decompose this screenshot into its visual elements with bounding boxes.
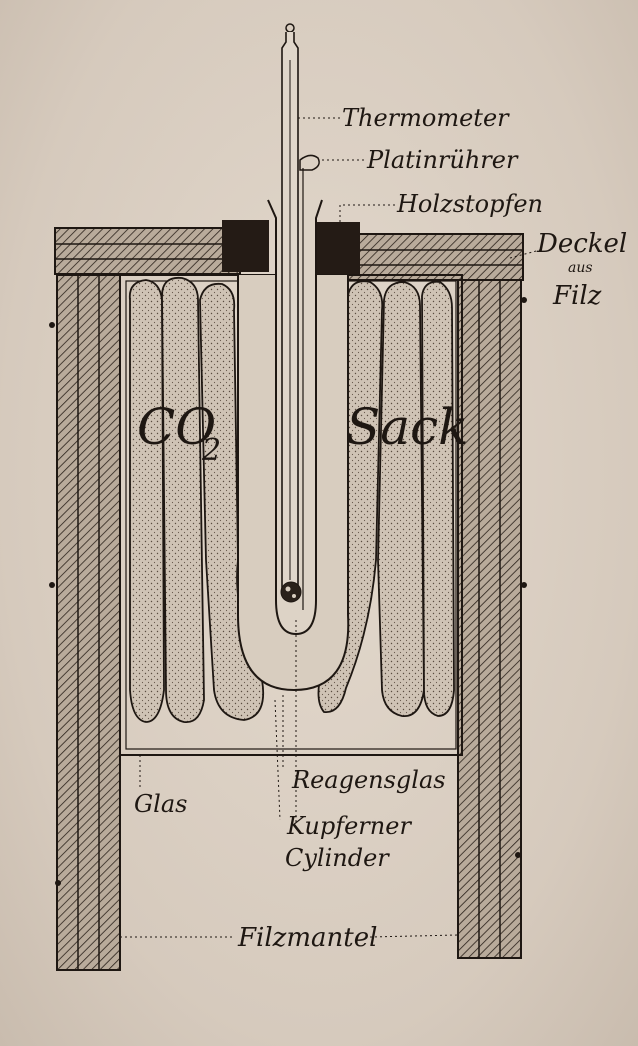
leader-lines	[120, 117, 541, 938]
felt-jacket-label: Filzmantel	[237, 923, 377, 953]
felt-jacket	[49, 274, 527, 971]
sack-label: Sack	[346, 398, 468, 456]
stirrer-label: Platinrührer	[366, 146, 519, 174]
co2-subscript: 2	[201, 433, 221, 468]
test-tube-label: Reagensglas	[291, 766, 446, 794]
wooden-stopper	[222, 220, 360, 274]
co2-label: CO	[137, 398, 216, 456]
felt-lid	[54, 227, 524, 281]
cylinder-label-line1: Kupferner	[286, 812, 412, 840]
thermometer	[280, 23, 302, 603]
platinum-stirrer	[299, 154, 320, 610]
thermometer-label: Thermometer	[342, 104, 510, 132]
stopper-label: Holzstopfen	[396, 190, 543, 218]
glass-label: Glas	[134, 790, 187, 818]
lid-label-line2: aus	[568, 260, 593, 276]
lid-label-line3: Filz	[552, 281, 602, 311]
co2-bag	[128, 276, 455, 723]
lid-label-line1: Deckel	[536, 229, 627, 259]
cylinder-label-line2: Cylinder	[285, 844, 390, 872]
